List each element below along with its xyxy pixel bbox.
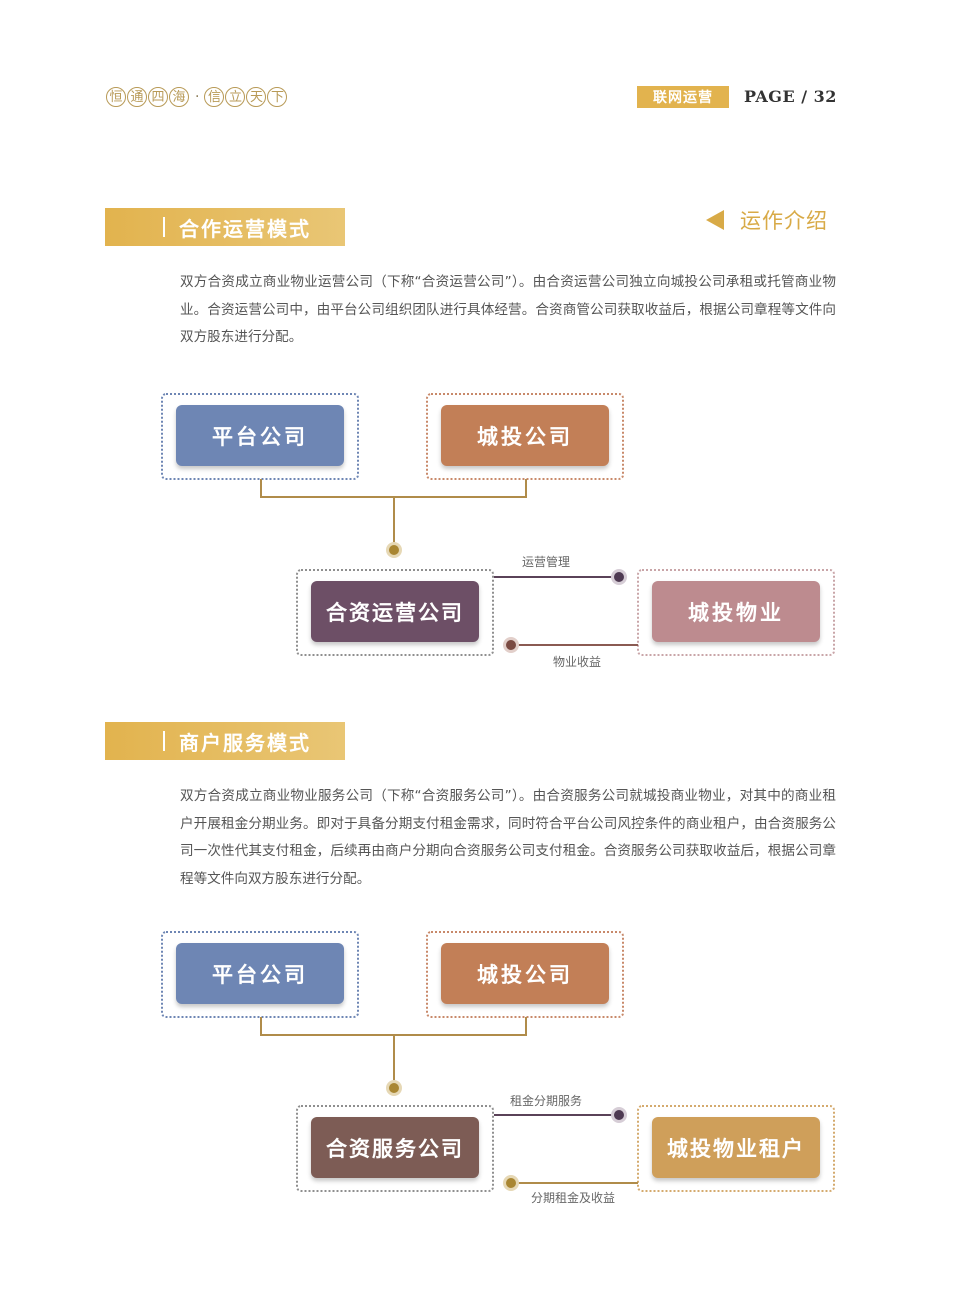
motto-separator: · [195,89,200,105]
box-chengtou-tenant: 城投物业租户 [652,1117,820,1178]
box-chengtou-company: 城投公司 [441,943,609,1004]
connector-line [525,1017,527,1036]
diagram-cooperation: 平台公司 城投公司 合资运营公司 城投物业 运营管理 物业收益 [0,390,959,690]
heading-bar [163,731,165,751]
frame-tenant [637,1105,835,1192]
section-paragraph: 双方合资成立商业物业服务公司（下称“合资服务公司”）。由合资服务公司就城投商业物… [180,788,836,887]
flow-arrow-dot [503,637,519,653]
section-tag: 联网运营 [637,86,729,108]
flow-label-bottom: 物业收益 [553,655,602,669]
box-platform-company: 平台公司 [176,405,344,466]
box-platform-company: 平台公司 [176,943,344,1004]
flow-line-top [494,576,620,578]
motto-char: 信 [204,87,225,107]
flow-arrow-dot [503,1175,519,1191]
flow-label-top: 租金分期服务 [510,1094,583,1108]
box-chengtou-company: 城投公司 [441,405,609,466]
connector-line [525,479,527,498]
motto-char: 通 [127,87,147,107]
flow-line-bottom [512,644,638,646]
section-title: 商户服务模式 [179,730,311,755]
connector-line [260,1017,262,1036]
heading-bar [163,217,165,237]
box-chengtou-property: 城投物业 [652,581,820,642]
motto-char: 恒 [106,87,126,107]
section-paragraph: 双方合资成立商业物业运营公司（下称“合资运营公司”）。由合资运营公司独立向城投公… [180,274,836,345]
intro-link-label: 运作介绍 [740,209,828,233]
flow-arrow-dot [611,569,627,585]
page-number: PAGE / 32 [744,87,837,106]
connector-line [393,496,395,544]
frame-jv [296,1105,494,1192]
diagram-merchant: 平台公司 城投公司 合资服务公司 城投物业租户 租金分期服务 分期租金及收益 [0,928,959,1228]
connector-dot [386,1080,402,1096]
motto-char: 四 [148,87,168,107]
flow-line-top [494,1114,620,1116]
flow-label-top: 运营管理 [522,555,571,569]
connector-line [393,1034,395,1082]
header-motto: 恒 通 四 海 · 信 立 天 下 [106,85,288,109]
section-title: 合作运营模式 [179,216,311,241]
frame-property [637,569,835,656]
box-jv-service: 合资服务公司 [311,1117,479,1178]
back-arrow-icon [706,210,724,230]
flow-line-bottom [512,1182,638,1184]
flow-label-bottom: 分期租金及收益 [531,1191,616,1205]
connector-dot [386,542,402,558]
frame-jv [296,569,494,656]
flow-arrow-dot [611,1107,627,1123]
motto-char: 立 [225,87,246,107]
motto-char: 下 [267,87,288,107]
section-heading-merchant: 商户服务模式 [105,722,345,760]
motto-char: 海 [169,87,189,107]
motto-char: 天 [246,87,267,107]
box-jv-operations: 合资运营公司 [311,581,479,642]
section-heading-cooperation: 合作运营模式 [105,208,345,246]
intro-link[interactable]: 运作介绍 [706,206,828,234]
connector-line [260,479,262,498]
